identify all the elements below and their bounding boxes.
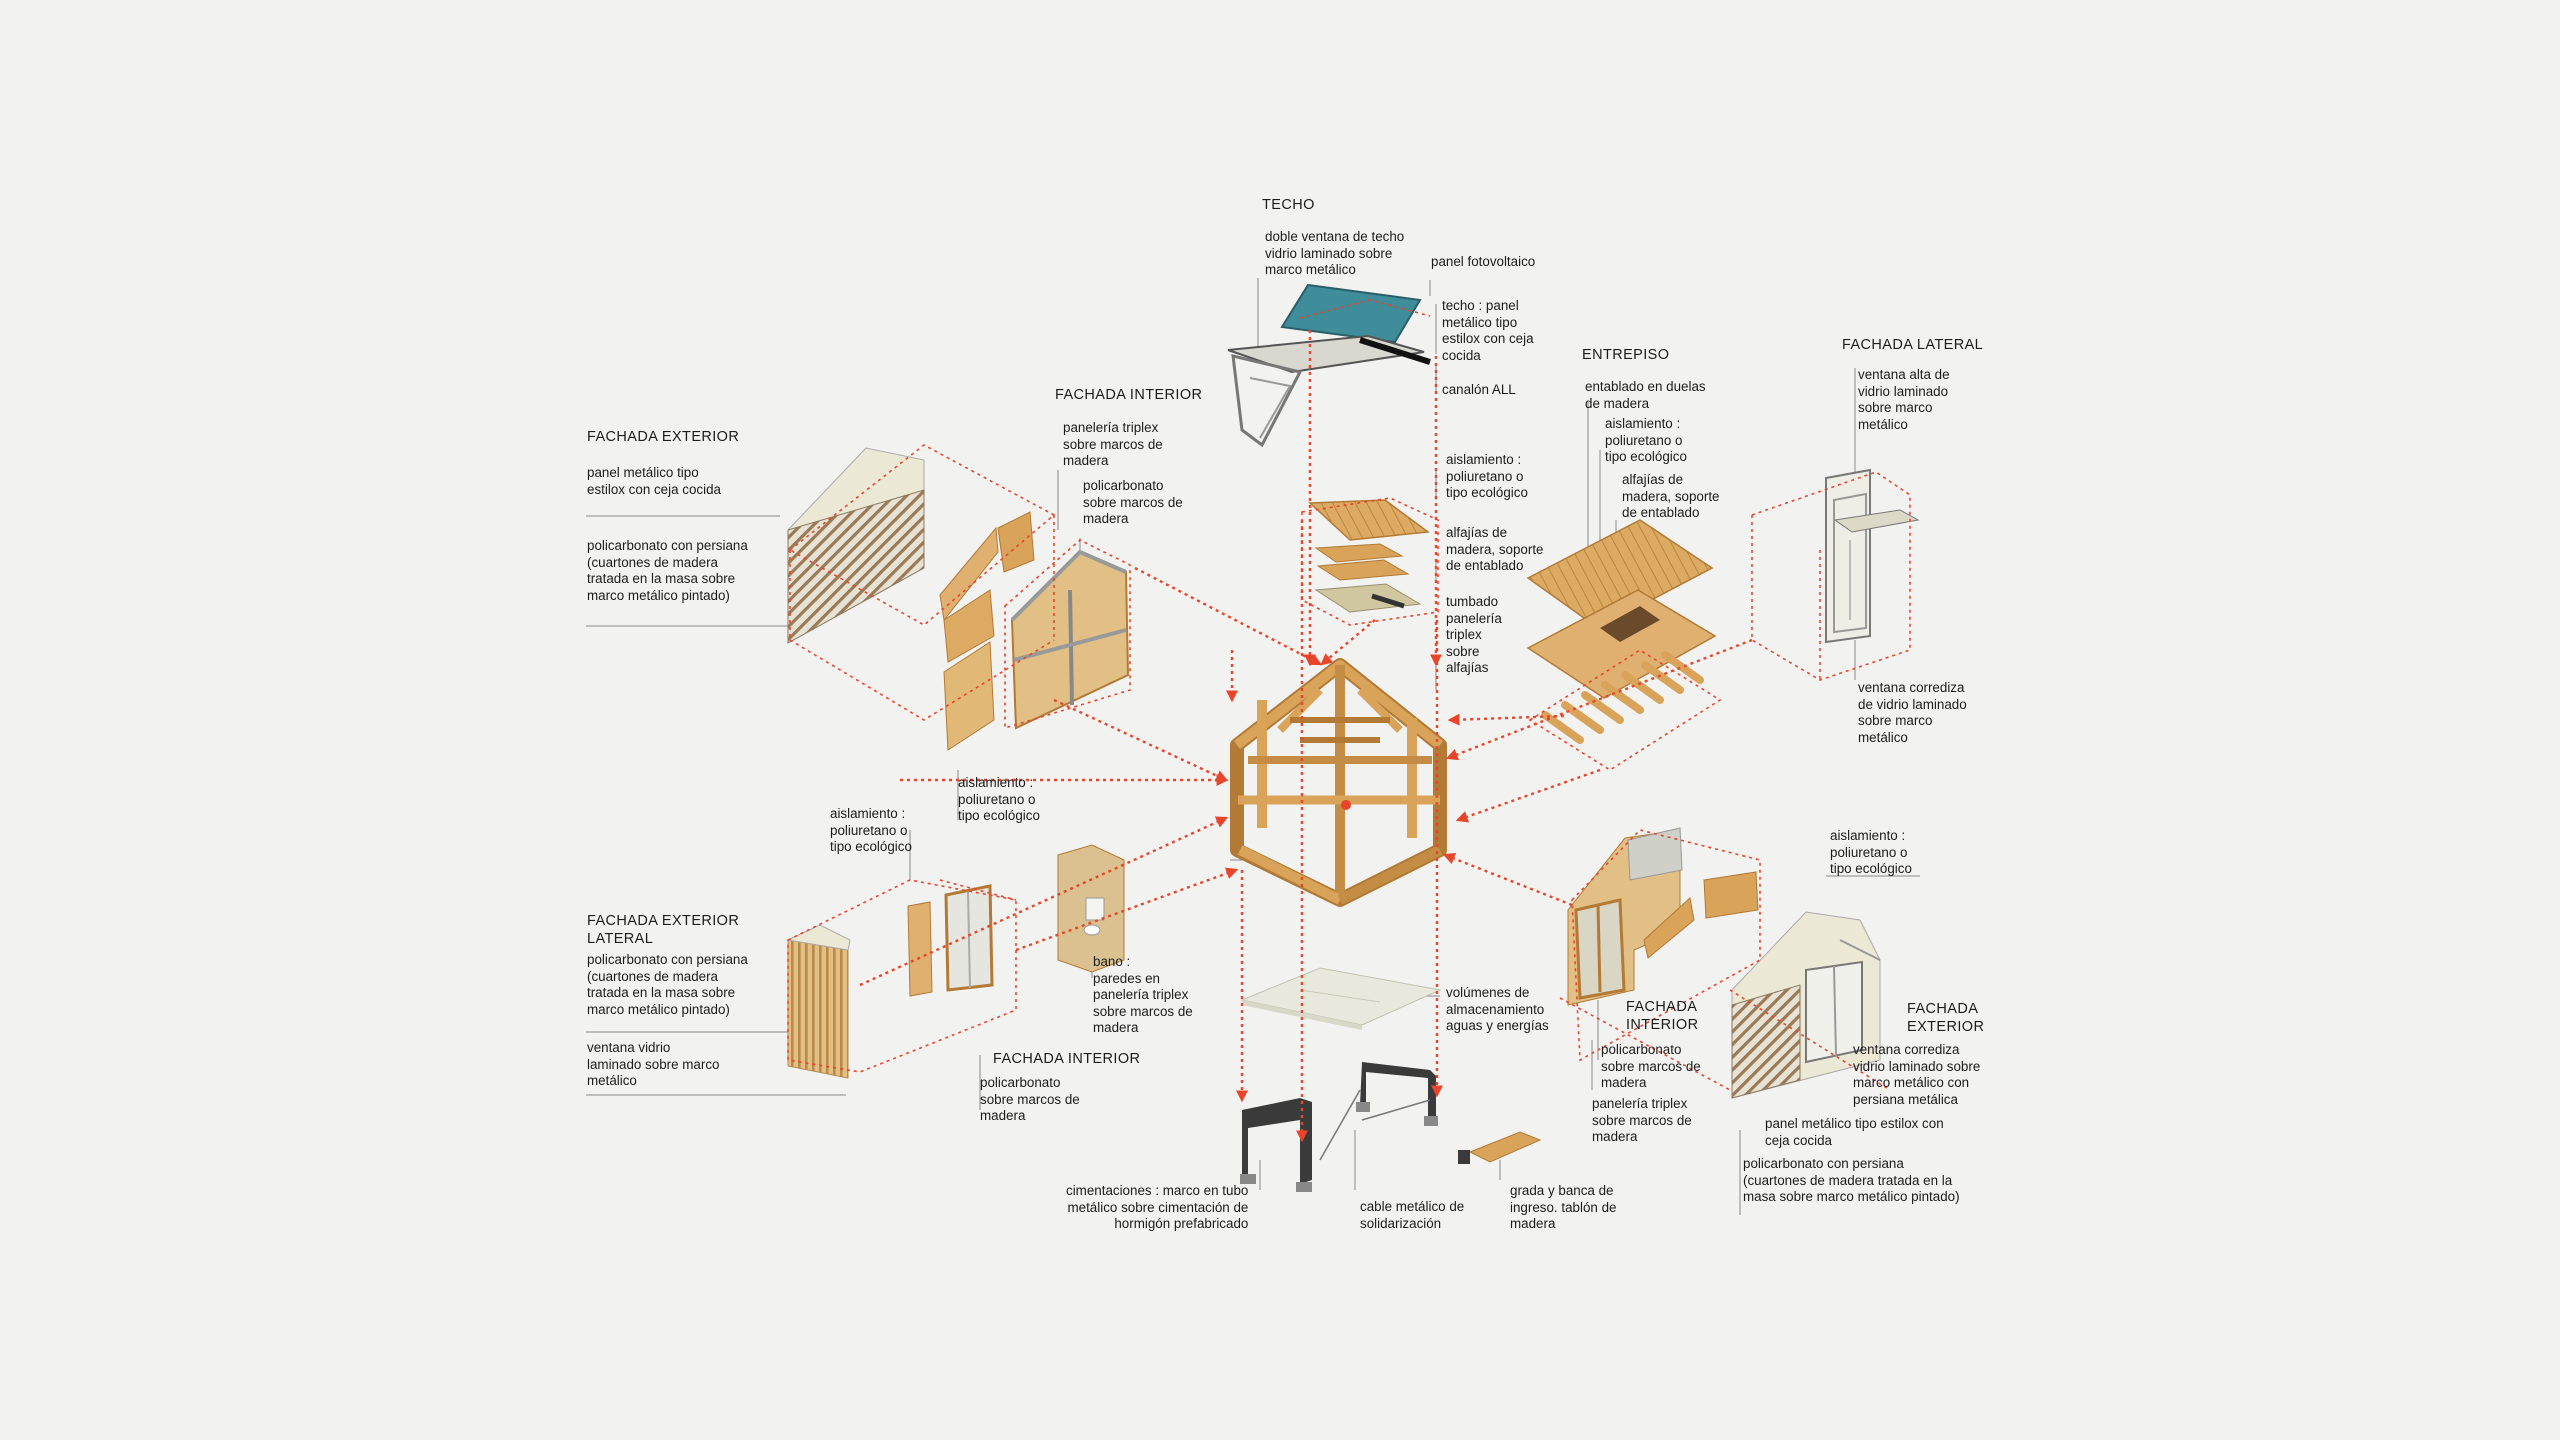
label-paneleria-triplex-top: panelería triplex sobre marcos de madera — [1063, 420, 1163, 468]
fachada-exterior-left-assembly — [787, 447, 925, 644]
label-policarbonato-persiana-right: policarbonato con persiana (cuartones de… — [1743, 1156, 1960, 1204]
heading-techo: TECHO — [1262, 197, 1315, 213]
label-techo-panel: techo : panel metálico tipo estilox con … — [1442, 298, 1534, 363]
fachada-exterior-lateral-assembly — [786, 884, 994, 1079]
foundation-assembly — [1240, 1062, 1542, 1192]
heading-fachada-interior-top: FACHADA INTERIOR — [1055, 387, 1203, 403]
fachada-interior-right-assembly — [1567, 827, 1759, 1006]
heading-fachada-lateral: FACHADA LATERAL — [1842, 337, 1984, 353]
storage-volumes — [1240, 967, 1442, 1030]
label-canalon: canalón ALL — [1442, 382, 1516, 397]
label-tumbado: tumbado panelería triplex sobre alfajías — [1446, 594, 1502, 675]
label-doble-ventana: doble ventana de techo vidrio laminado s… — [1265, 229, 1405, 277]
label-ventana-corrediza-right: ventana corrediza vidrio laminado sobre … — [1853, 1042, 1981, 1107]
heading-fachada-exterior-lateral: FACHADA EXTERIOR LATERAL — [587, 913, 740, 947]
label-entablado: entablado en duelas de madera — [1585, 379, 1706, 411]
fachada-interior-top-assembly — [939, 511, 1130, 751]
label-ventana-corrediza-lateral: ventana corrediza de vidrio laminado sob… — [1858, 680, 1967, 745]
fachada-lateral-assembly — [1825, 468, 1920, 644]
heading-fachada-interior-right: FACHADA INTERIOR — [1626, 999, 1699, 1033]
label-cable: cable metálico de solidarización — [1360, 1199, 1465, 1231]
label-panel-metalico-left: panel metálico tipo estilox con ceja coc… — [587, 465, 721, 497]
red-guide-boxes — [787, 299, 1911, 1091]
label-panel-metalico-right: panel metálico tipo estilox con ceja coc… — [1765, 1116, 1944, 1148]
label-ventana-vidrio-lateral: ventana vidrio laminado sobre marco metá… — [587, 1040, 720, 1088]
label-policarbonato-top: policarbonato sobre marcos de madera — [1083, 478, 1183, 526]
label-aislamiento-techo: aislamiento : poliuretano o tipo ecológi… — [1446, 452, 1528, 500]
fachada-exterior-right-assembly — [1731, 911, 1881, 1099]
bano-assembly — [1057, 844, 1125, 973]
label-bano: bano : paredes en panelería triplex sobr… — [1093, 954, 1193, 1035]
central-wood-frame — [1230, 658, 1447, 907]
label-ventana-alta: ventana alta de vidrio laminado sobre ma… — [1858, 367, 1950, 432]
label-policarbonato-right: policarbonato sobre marcos de madera — [1601, 1042, 1701, 1090]
label-policarbonato-bottom: policarbonato sobre marcos de madera — [980, 1075, 1080, 1123]
label-alfajias-techo: alfajías de madera, soporte de entablado — [1446, 525, 1544, 573]
label-policarbonato-persiana-left: policarbonato con persiana (cuartones de… — [587, 538, 748, 603]
roof-layers — [1308, 499, 1430, 613]
heading-fachada-exterior-right: FACHADA EXTERIOR — [1907, 1001, 1985, 1035]
label-cimentaciones: cimentaciones : marco en tubo metálico s… — [1066, 1183, 1249, 1231]
roof-assembly — [1227, 283, 1431, 448]
heading-entrepiso: ENTREPISO — [1582, 347, 1670, 363]
leader-lines — [586, 278, 1920, 1215]
heading-fachada-interior-bottom: FACHADA INTERIOR — [993, 1051, 1141, 1067]
red-dotted-arrow-icon — [859, 330, 1753, 1143]
label-panel-fotovoltaico: panel fotovoltaico — [1431, 254, 1536, 269]
label-aislamiento-entrepiso: aislamiento : poliuretano o tipo ecológi… — [1605, 416, 1687, 464]
label-aislamiento-left-lower: aislamiento : poliuretano o tipo ecológi… — [830, 806, 912, 854]
label-volumenes: volúmenes de almacenamiento aguas y ener… — [1446, 985, 1549, 1033]
label-aislamiento-left: aislamiento : poliuretano o tipo ecológi… — [958, 775, 1040, 823]
label-policarbonato-persiana-lateral: policarbonato con persiana (cuartones de… — [587, 952, 748, 1017]
entrepiso-assembly — [1526, 519, 1717, 744]
label-paneleria-triplex-right: panelería triplex sobre marcos de madera — [1592, 1096, 1692, 1144]
heading-fachada-exterior-left: FACHADA EXTERIOR — [587, 429, 740, 445]
label-grada: grada y banca de ingreso. tablón de made… — [1510, 1183, 1617, 1231]
label-aislamiento-right: aislamiento : poliuretano o tipo ecológi… — [1830, 828, 1912, 876]
label-alfajias-entrepiso: alfajías de madera, soporte de entablado — [1622, 472, 1720, 520]
